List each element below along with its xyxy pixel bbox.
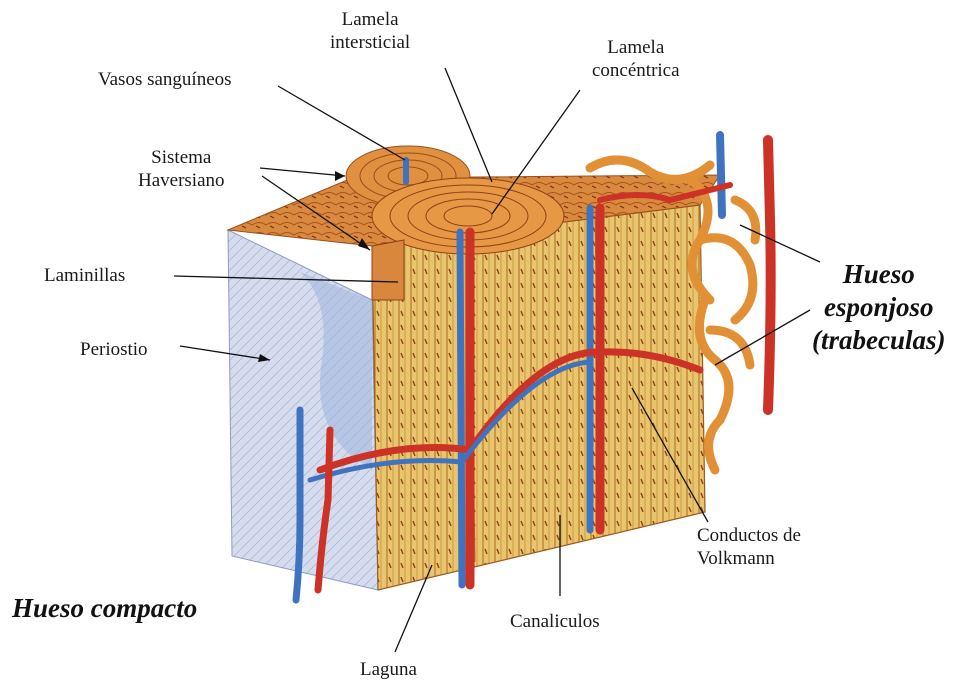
vein-outer (720, 135, 722, 215)
label-line: Volkmann (697, 547, 801, 570)
artery-outer (768, 140, 771, 410)
compact-bone-front-face (372, 205, 705, 590)
label-laguna: Laguna (360, 658, 417, 681)
label-line: Hueso (812, 258, 945, 291)
vein-periosteum (296, 410, 300, 600)
vein-vertical-1 (460, 232, 462, 585)
label-periostio: Periostio (80, 338, 148, 361)
label-line: Sistema (138, 146, 225, 169)
label-line: concéntrica (592, 59, 680, 82)
label-laminillas: Laminillas (44, 264, 125, 287)
label-line: Lamela (330, 8, 410, 31)
label-lamela-concentrica: Lamela concéntrica (592, 36, 680, 82)
label-line: intersticial (330, 31, 410, 54)
label-sistema-haversiano: Sistema Haversiano (138, 146, 225, 192)
label-canaliculos: Canaliculos (510, 610, 600, 633)
label-lamela-intersticial: Lamela intersticial (330, 8, 410, 54)
label-line: (trabeculas) (812, 324, 945, 357)
label-line: Lamela (592, 36, 680, 59)
label-line: esponjoso (812, 291, 945, 324)
label-hueso-esponjoso: Hueso esponjoso (trabeculas) (812, 258, 945, 357)
label-conductos-volkmann: Conductos de Volkmann (697, 524, 801, 570)
label-vasos-sanguineos: Vasos sanguíneos (98, 68, 232, 91)
label-line: Conductos de (697, 524, 801, 547)
osteon-cut-face (372, 240, 404, 300)
label-line: Haversiano (138, 169, 225, 192)
label-hueso-compacto: Hueso compacto (12, 592, 197, 625)
